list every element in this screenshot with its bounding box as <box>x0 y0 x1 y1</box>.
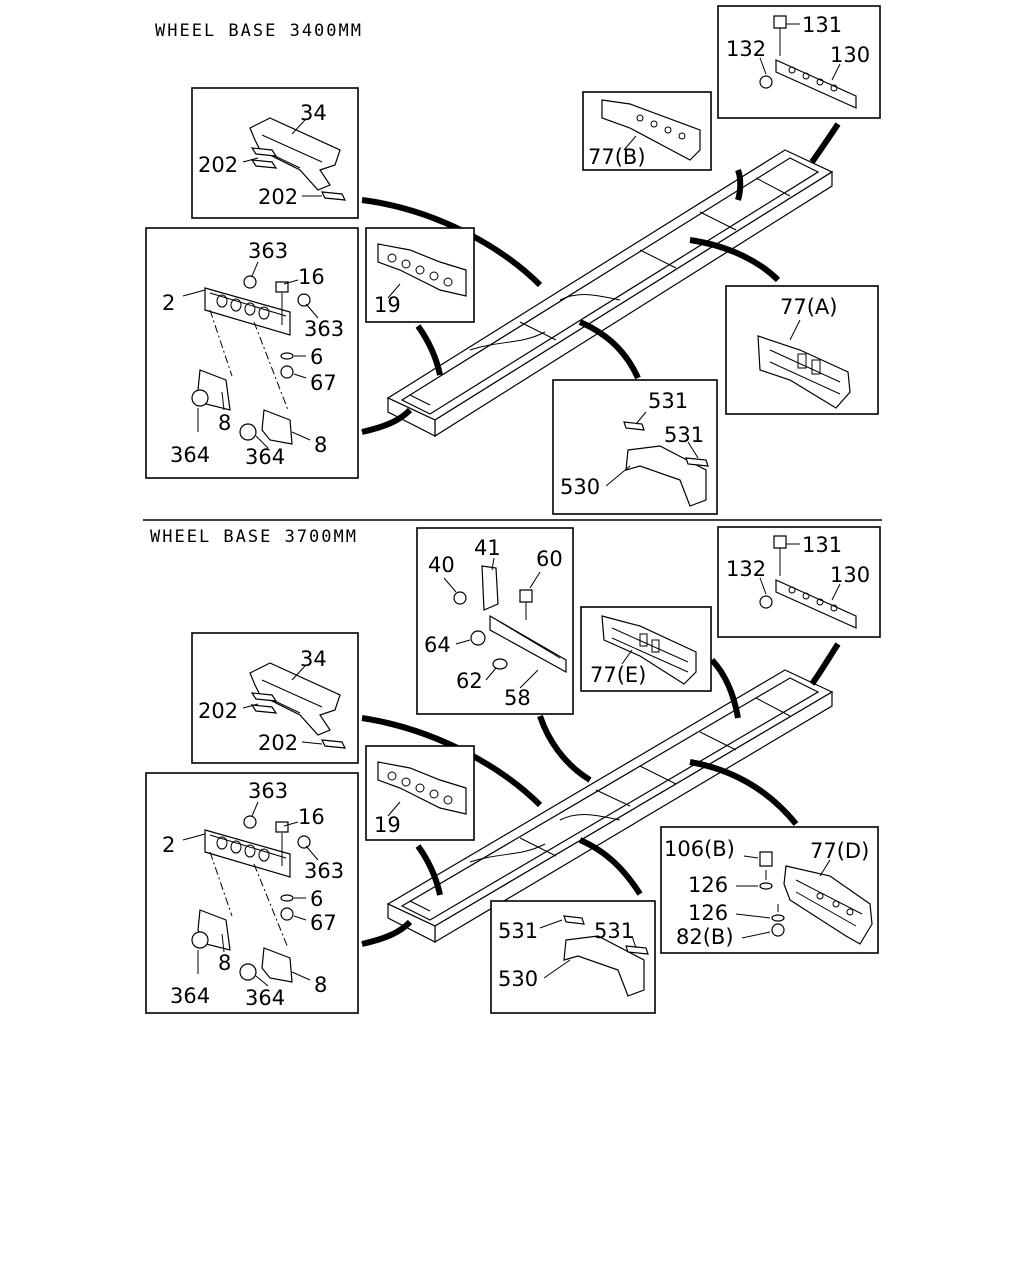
callout-67: 67 <box>310 371 337 395</box>
callout-106b: 106(B) <box>664 837 735 861</box>
detail-box-crossmember-19: 19 <box>365 227 475 323</box>
callout-363-b: 363 <box>304 859 344 883</box>
detail-box-crossmember-530: 531 531 530 <box>490 900 656 1014</box>
section-wheel-base-3700: WHEEL BASE 3700MM <box>145 526 881 1014</box>
callout-19: 19 <box>374 813 401 837</box>
callout-202-b: 202 <box>258 731 298 755</box>
callout-16: 16 <box>298 805 325 829</box>
callout-6: 6 <box>310 345 323 369</box>
callout-40: 40 <box>428 553 455 577</box>
detail-box-77a: 77(A) <box>725 285 879 415</box>
detail-box-bracket-130: 131 132 130 <box>717 5 881 119</box>
callout-531-b: 531 <box>664 423 704 447</box>
callout-130: 130 <box>830 43 870 67</box>
section-wheel-base-3400: WHEEL BASE 3400MM <box>145 5 881 515</box>
callout-8-b: 8 <box>314 973 327 997</box>
callout-77b: 77(B) <box>588 145 646 169</box>
callout-132: 132 <box>726 557 766 581</box>
callout-58: 58 <box>504 686 531 710</box>
detail-box-crossmember-34: 34 202 202 <box>191 632 359 764</box>
callout-131: 131 <box>802 13 842 37</box>
chassis-frame <box>386 149 834 438</box>
detail-box-crossmember-2: 363 16 2 363 6 67 8 364 364 8 <box>145 772 359 1014</box>
callout-363-b: 363 <box>304 317 344 341</box>
detail-box-77e: 77(E) <box>580 606 712 692</box>
callout-8-a: 8 <box>218 411 231 435</box>
callout-126-a: 126 <box>688 873 728 897</box>
detail-box-77b: 77(B) <box>582 91 712 171</box>
callout-202-b: 202 <box>258 185 298 209</box>
callout-8-a: 8 <box>218 951 231 975</box>
detail-box-bracket-58: 40 41 60 64 62 58 <box>416 527 574 715</box>
section-title: WHEEL BASE 3700MM <box>150 527 358 547</box>
callout-34: 34 <box>300 647 327 671</box>
callout-130: 130 <box>830 563 870 587</box>
callout-2: 2 <box>162 833 175 857</box>
callout-531-a: 531 <box>648 389 688 413</box>
callout-67: 67 <box>310 911 337 935</box>
detail-box-crossmember-34: 34 202 202 <box>191 87 359 219</box>
callout-60: 60 <box>536 547 563 571</box>
callout-62: 62 <box>456 669 483 693</box>
callout-364-a: 364 <box>170 443 210 467</box>
callout-16: 16 <box>298 265 325 289</box>
callout-126-b: 126 <box>688 901 728 925</box>
callout-364-b: 364 <box>245 445 285 469</box>
detail-box-crossmember-2: 363 16 2 363 6 67 8 364 364 8 <box>145 227 359 479</box>
callout-132: 132 <box>726 37 766 61</box>
callout-531-b: 531 <box>594 919 634 943</box>
callout-531-a: 531 <box>498 919 538 943</box>
callout-530: 530 <box>560 475 600 499</box>
callout-131: 131 <box>802 533 842 557</box>
detail-box-77d: 106(B) 77(D) 126 126 82(B) <box>660 826 879 954</box>
callout-8-b: 8 <box>314 433 327 457</box>
detail-box-crossmember-530: 531 531 530 <box>552 379 718 515</box>
callout-364-b: 364 <box>245 986 285 1010</box>
callout-364-a: 364 <box>170 984 210 1008</box>
section-title: WHEEL BASE 3400MM <box>155 21 363 41</box>
callout-19: 19 <box>374 293 401 317</box>
callout-77a: 77(A) <box>780 295 837 319</box>
callout-363-a: 363 <box>248 239 288 263</box>
callout-41: 41 <box>474 536 501 560</box>
detail-box-bracket-130: 131 132 130 <box>717 526 881 638</box>
detail-box-crossmember-19: 19 <box>365 745 475 841</box>
chassis-frame <box>386 669 834 944</box>
callout-2: 2 <box>162 291 175 315</box>
callout-202-a: 202 <box>198 699 238 723</box>
callout-64: 64 <box>424 633 451 657</box>
callout-6: 6 <box>310 887 323 911</box>
callout-77e: 77(E) <box>590 663 646 687</box>
callout-82b: 82(B) <box>676 925 734 949</box>
callout-363-a: 363 <box>248 779 288 803</box>
callout-77d: 77(D) <box>810 839 869 863</box>
callout-530: 530 <box>498 967 538 991</box>
callout-34: 34 <box>300 101 327 125</box>
callout-202-a: 202 <box>198 153 238 177</box>
